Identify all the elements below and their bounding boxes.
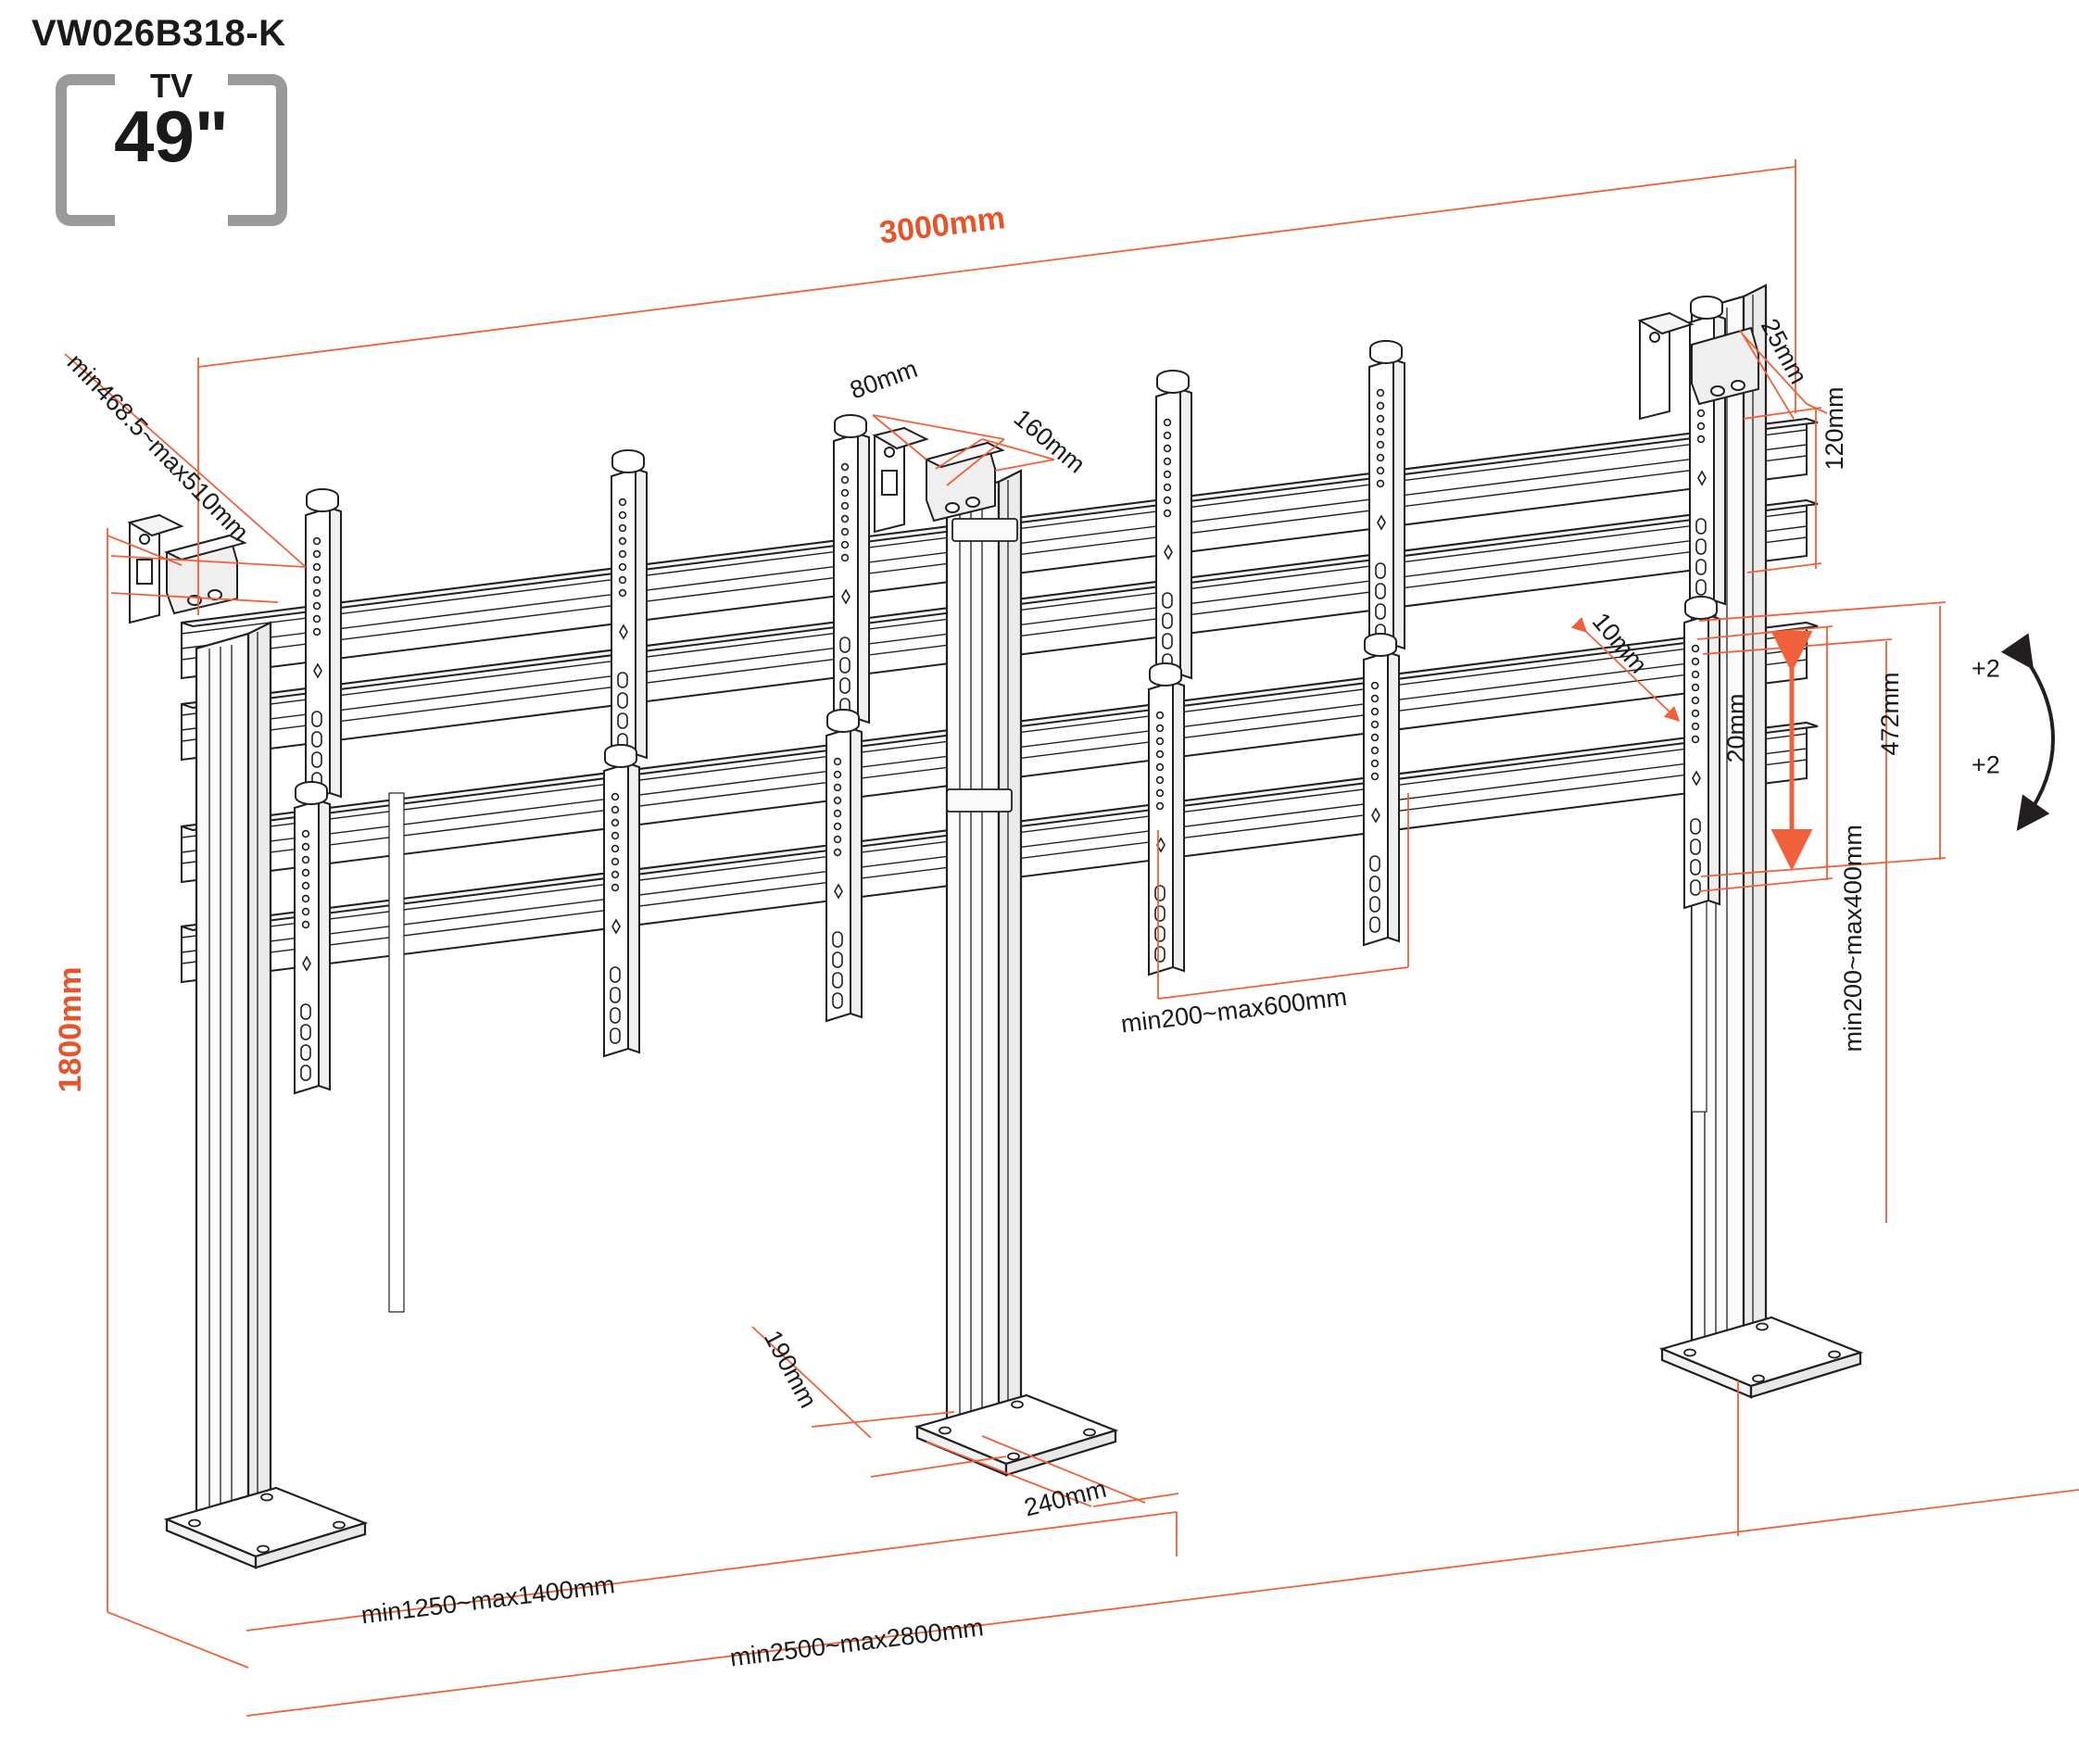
tv-label: TV [149, 67, 193, 105]
model-code-title: VW026B318-K [32, 13, 286, 54]
dimension-tilt-up: +2 [1972, 654, 2000, 683]
dimension-tilt-down: +2 [1972, 750, 2000, 779]
dimension-overall-height: 1800mm [53, 966, 88, 1093]
dimension-screen-gap: 472mm [1876, 672, 1904, 756]
dimension-rail-step: 20mm [1722, 693, 1750, 763]
dimension-rail-height: 120mm [1821, 386, 1848, 471]
tv-size-value: 49" [114, 95, 229, 177]
dimension-vertical-range: min200~max400mm [1839, 825, 1867, 1052]
bracket-left-icon [56, 74, 115, 226]
